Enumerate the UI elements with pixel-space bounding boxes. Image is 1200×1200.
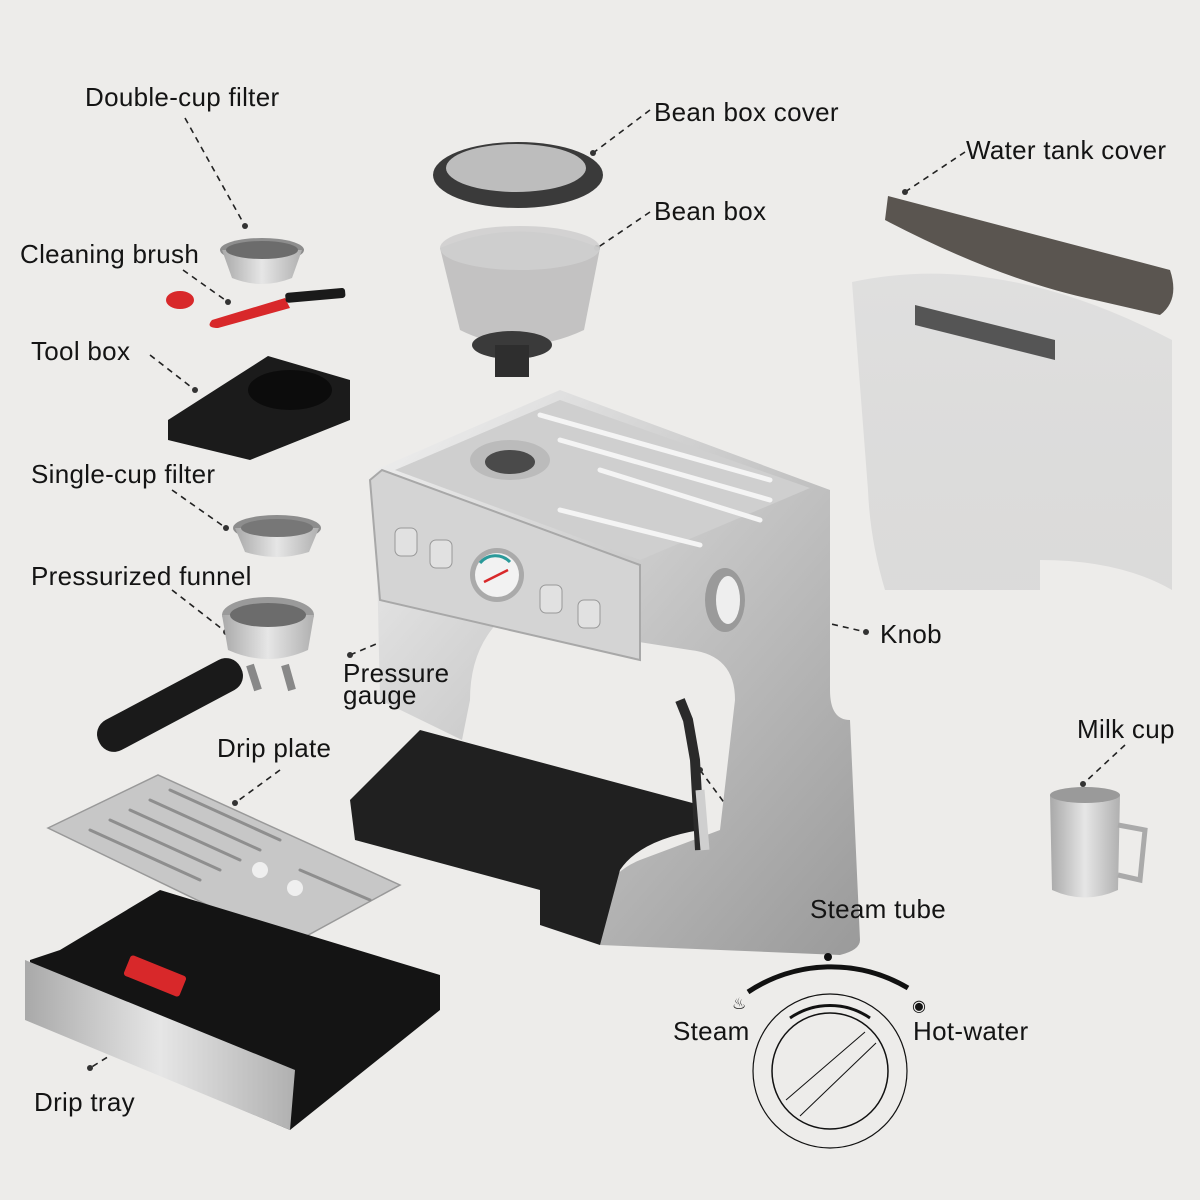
drip-tray-part bbox=[25, 890, 440, 1130]
label-single-cup-filter: Single-cup filter bbox=[31, 459, 216, 489]
label-bean-box: Bean box bbox=[654, 196, 767, 226]
steam-icon: ♨ bbox=[732, 996, 747, 1013]
water-tank-part bbox=[852, 196, 1174, 590]
label-knob: Knob bbox=[880, 619, 942, 649]
drip-plate-part bbox=[46, 774, 402, 946]
pressurized-funnel-part bbox=[97, 597, 314, 752]
knob-dial-diagram bbox=[746, 953, 910, 1149]
label-double-cup-filter: Double-cup filter bbox=[85, 82, 280, 112]
double-cup-filter-part bbox=[220, 238, 304, 284]
label-water-tank-cover: Water tank cover bbox=[966, 135, 1167, 165]
espresso-machine-body bbox=[350, 390, 860, 955]
label-dial-hot-water: Hot-water bbox=[913, 1016, 1029, 1046]
label-pressure-gauge-1: Pressure bbox=[343, 658, 450, 688]
label-steam-tube: Steam tube bbox=[810, 894, 946, 924]
bean-box-cover-part bbox=[433, 142, 603, 208]
hot-water-icon: ◉ bbox=[912, 998, 927, 1015]
label-milk-cup: Milk cup bbox=[1077, 714, 1175, 744]
milk-cup-part bbox=[1050, 787, 1148, 898]
label-tool-box: Tool box bbox=[31, 336, 131, 366]
cleaning-brush-part bbox=[166, 288, 346, 328]
label-drip-tray: Drip tray bbox=[34, 1087, 135, 1117]
label-pressure-gauge-2: gauge bbox=[343, 680, 417, 710]
label-cleaning-brush: Cleaning brush bbox=[20, 239, 200, 269]
single-cup-filter-part bbox=[233, 515, 321, 557]
label-dial-steam: Steam bbox=[673, 1016, 750, 1046]
label-drip-plate: Drip plate bbox=[217, 733, 332, 763]
label-pressurized-funnel: Pressurized funnel bbox=[31, 561, 252, 591]
bean-box-part bbox=[440, 226, 600, 377]
tool-box-part bbox=[168, 356, 350, 460]
label-bean-box-cover: Bean box cover bbox=[654, 97, 839, 127]
